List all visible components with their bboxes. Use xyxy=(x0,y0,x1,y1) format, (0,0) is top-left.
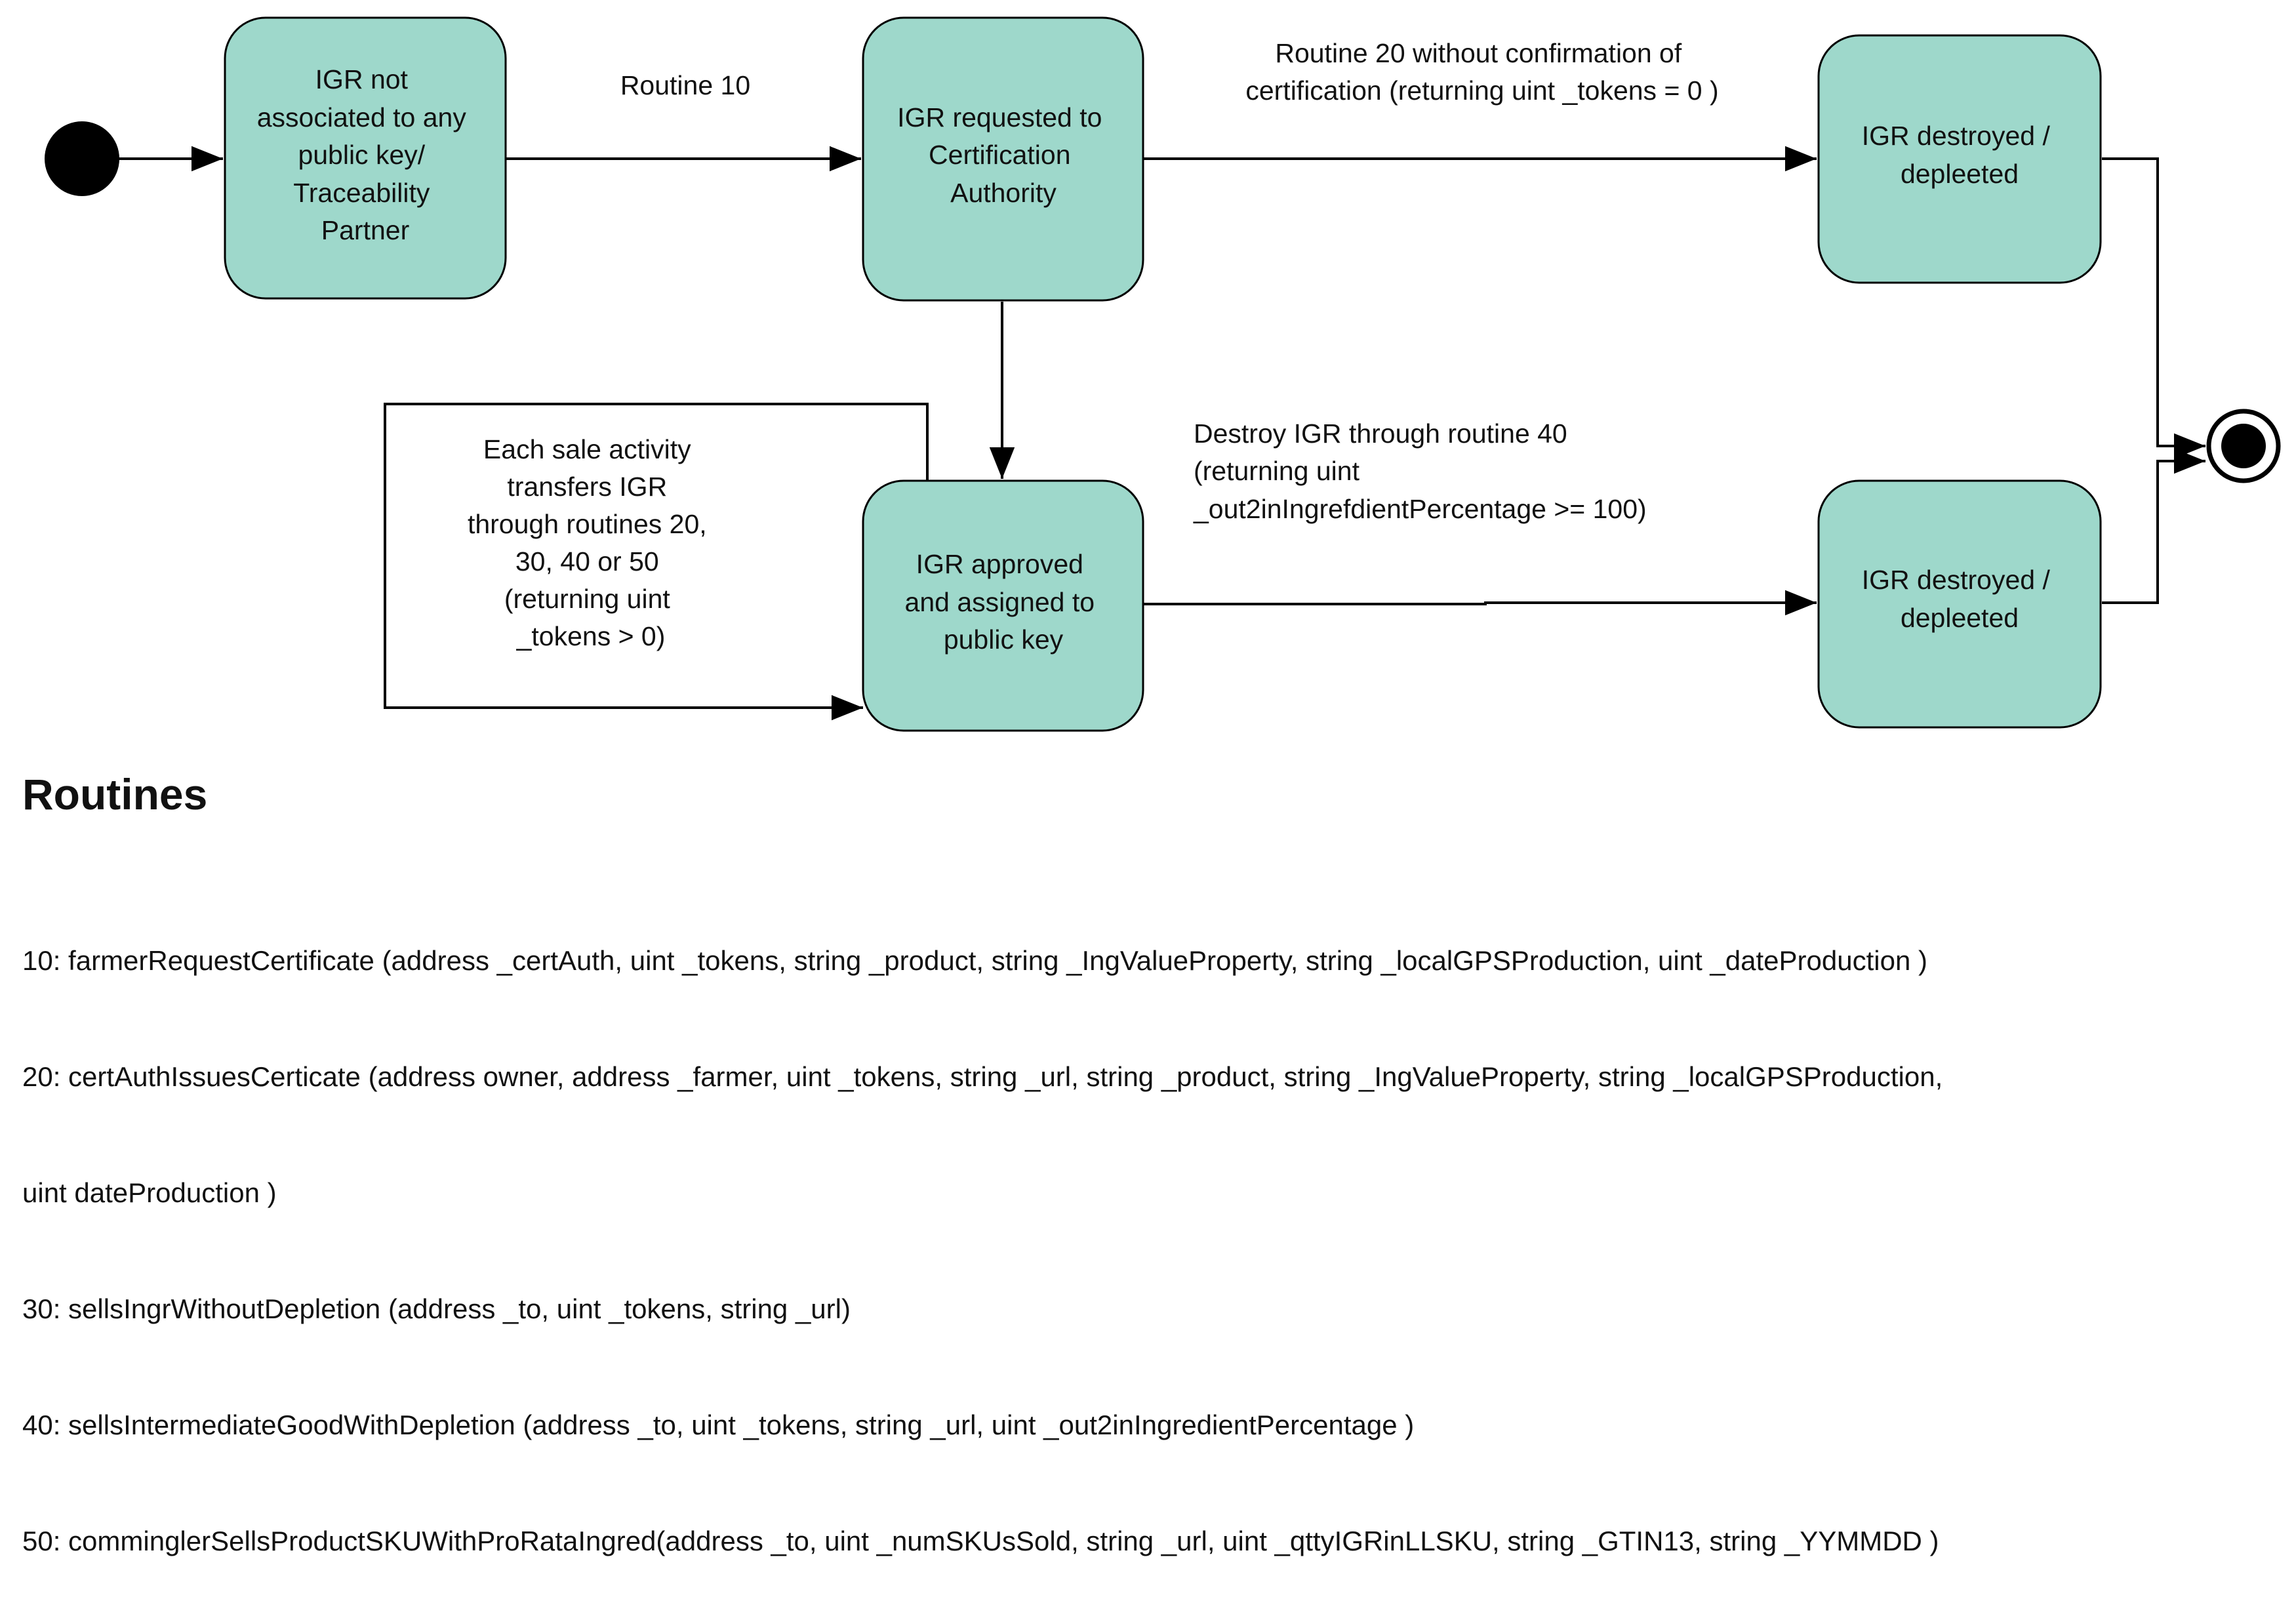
svg-text:IGR not associated to an: IGR not associated to any public key/ Tr… xyxy=(257,64,474,245)
label-routine10: Routine 10 xyxy=(620,70,750,100)
state-destroyed-bottom-line: IGR destroyed / xyxy=(1862,565,2051,595)
edge-top-destroyed-to-final xyxy=(2102,157,2205,459)
label-sale-loop-line: through routines 20, xyxy=(468,509,707,539)
edge-bottom-destroyed-to-final xyxy=(2102,448,2205,604)
state-destroyed-top-line: depleeted xyxy=(1901,159,2019,189)
state-requested-line: IGR requested to xyxy=(897,102,1102,132)
label-routine20-line: Routine 20 without confirmation of xyxy=(1275,38,1682,68)
label-sale-loop-line: transfers IGR xyxy=(507,472,667,502)
state-approved-line: and assigned to xyxy=(905,587,1095,617)
routine-line: uint dateProduction ) xyxy=(22,1177,277,1208)
routines-list: 10: farmerRequestCertificate (address _c… xyxy=(22,864,2278,1599)
edge-routine40 xyxy=(1144,590,1817,616)
label-sale-loop-line: (returning uint xyxy=(504,584,671,614)
state-approved-line: IGR approved xyxy=(916,549,1083,579)
label-sale-loop-line: _tokens > 0) xyxy=(516,621,666,651)
routine-line: 20: certAuthIssuesCerticate (address own… xyxy=(22,1061,1943,1092)
state-requested: IGR requested to Certification Authority xyxy=(862,16,1144,302)
routine-line: 30: sellsIngrWithoutDepletion (address _… xyxy=(22,1293,851,1324)
label-routine20-line: certification (returning uint _tokens = … xyxy=(1245,75,1718,106)
routines-heading: Routines xyxy=(22,770,208,819)
label-routine40-line: Destroy IGR through routine 40 xyxy=(1194,418,1567,449)
state-requested-line: Authority xyxy=(950,178,1057,208)
label-routine40-line: (returning uint xyxy=(1194,456,1360,486)
label-sale-loop: Each sale activity transfers IGR through… xyxy=(468,434,714,651)
label-routine40: Destroy IGR through routine 40 (returnin… xyxy=(1193,418,1647,524)
svg-text:IGR destroyed / depleete: IGR destroyed / depleeted xyxy=(1862,565,2058,633)
state-not-associated-line: IGR not xyxy=(315,64,409,94)
state-destroyed-top-line: IGR destroyed / xyxy=(1862,121,2051,151)
label-routine40-line: _out2inIngrefdientPercentage >= 100) xyxy=(1193,494,1647,524)
state-not-associated-line: Partner xyxy=(321,215,409,245)
label-routine20: Routine 20 without confirmation of certi… xyxy=(1245,38,1718,106)
state-diagram: IGR not associated to any public key/ Tr… xyxy=(45,16,2281,732)
state-not-associated-line: associated to any xyxy=(257,102,467,132)
label-sale-loop-line: 30, 40 or 50 xyxy=(515,546,659,577)
initial-state-dot xyxy=(45,121,119,196)
final-state-bullseye xyxy=(2206,409,2281,483)
svg-text:IGR destroyed / depleete: IGR destroyed / depleeted xyxy=(1862,121,2058,189)
state-approved-line: public key xyxy=(944,624,1064,655)
label-routine10-line: Routine 10 xyxy=(620,70,750,100)
state-approved: IGR approved and assigned to public key xyxy=(862,479,1144,732)
transition-edges xyxy=(105,146,2205,721)
state-not-associated-line: public key/ xyxy=(298,140,425,170)
routine-line: 50: comminglerSellsProductSKUWithProRata… xyxy=(22,1526,1939,1556)
routine-line: 40: sellsIntermediateGoodWithDepletion (… xyxy=(22,1409,1415,1440)
state-not-associated-line: Traceability xyxy=(293,178,430,208)
state-requested-line: Certification xyxy=(929,140,1070,170)
routine-line: 10: farmerRequestCertificate (address _c… xyxy=(22,945,1927,976)
label-sale-loop-line: Each sale activity xyxy=(483,434,691,464)
svg-text:IGR requested to Certifi: IGR requested to Certification Authority xyxy=(897,102,1110,208)
state-not-associated: IGR not associated to any public key/ Tr… xyxy=(224,16,507,300)
state-destroyed-top: IGR destroyed / depleeted xyxy=(1817,34,2102,284)
state-destroyed-bottom: IGR destroyed / depleeted xyxy=(1817,479,2102,729)
edge-sale-loop xyxy=(384,403,929,721)
state-destroyed-bottom-line: depleeted xyxy=(1901,603,2019,633)
svg-text:IGR approved and assigne: IGR approved and assigned to public key xyxy=(905,549,1102,655)
